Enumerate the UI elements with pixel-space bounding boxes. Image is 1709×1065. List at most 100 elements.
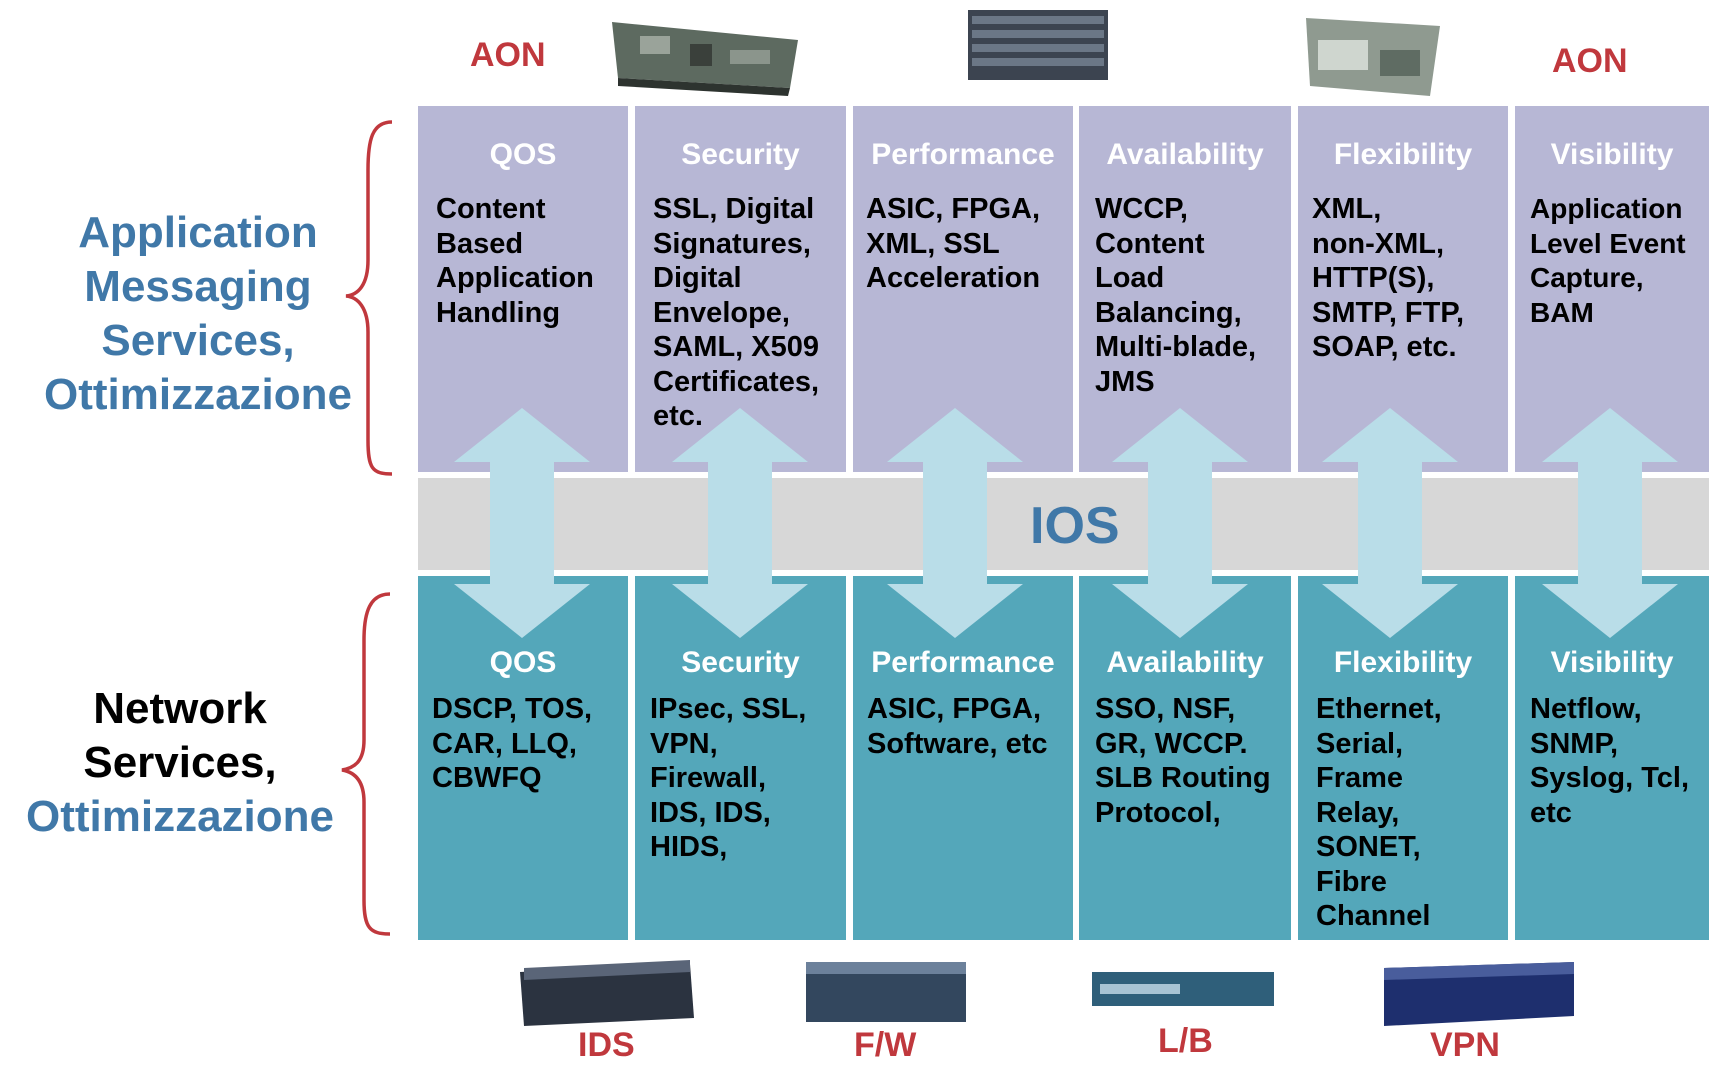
column-title: Flexibility xyxy=(1333,138,1473,171)
column-line: SAML, X509 xyxy=(653,331,819,363)
column-line: Multi-blade, xyxy=(1095,331,1257,363)
column-title: Visibility xyxy=(1550,646,1674,679)
column-body: XML, non-XML, HTTP(S), SMTP, FTP, SOAP, … xyxy=(1312,192,1464,365)
column-line: Relay, xyxy=(1316,796,1400,829)
column-title: Visibility xyxy=(1550,138,1674,171)
column-line: Content xyxy=(1095,227,1205,260)
column-line: DSCP, TOS, xyxy=(432,693,593,725)
side-top-line: Ottimizzazione xyxy=(43,370,353,419)
column-line: non-XML, xyxy=(1312,227,1445,260)
load-balancer-device-image xyxy=(1092,972,1274,1006)
device-label-lb: L/B xyxy=(1158,1022,1213,1060)
column-line: SOAP, etc. xyxy=(1312,331,1457,363)
column-line: Frame xyxy=(1316,762,1404,794)
column-body: Application Level Event Capture, BAM xyxy=(1530,192,1686,330)
column-line: GR, WCCP. xyxy=(1095,727,1248,760)
aon-label-left: AON xyxy=(470,36,546,74)
column-line: Software, etc xyxy=(867,727,1048,760)
aon-label-right: AON xyxy=(1552,42,1628,80)
firewall-device-image xyxy=(806,962,966,1022)
side-bottom-line: Network xyxy=(93,684,267,733)
side-bottom-line: Ottimizzazione xyxy=(25,792,335,841)
column-line: Syslog, Tcl, xyxy=(1530,762,1690,794)
column-line: Channel xyxy=(1316,900,1431,932)
column-line: VPN, xyxy=(650,727,718,760)
ids-device-image xyxy=(520,960,694,1026)
column-line: HIDS, xyxy=(650,831,728,863)
device-label-vpn: VPN xyxy=(1430,1026,1500,1064)
column-line: SSL, Digital xyxy=(653,193,815,225)
column-body: DSCP, TOS, CAR, LLQ, CBWFQ xyxy=(432,692,592,796)
column-line: Application xyxy=(436,262,594,294)
column-line: Ethernet, xyxy=(1316,693,1442,725)
column-line: XML, SSL xyxy=(866,227,1000,260)
column-line: HTTP(S), xyxy=(1312,262,1435,294)
column-title: Performance xyxy=(871,646,1055,679)
column-line: Signatures, xyxy=(653,227,811,260)
column-line: Firewall, xyxy=(650,762,767,794)
column-line: etc. xyxy=(653,400,703,432)
column-line: SMTP, FTP, xyxy=(1312,296,1465,329)
application-services-label: Application Messaging Services, Ottimizz… xyxy=(18,206,378,422)
column-title: Performance xyxy=(871,138,1055,171)
column-line: Envelope, xyxy=(653,296,790,329)
server-chassis-image xyxy=(968,10,1108,80)
device-label-ids: IDS xyxy=(578,1026,635,1064)
column-title: Availability xyxy=(1106,138,1264,171)
column-body: ASIC, FPGA, XML, SSL Acceleration xyxy=(866,192,1040,296)
column-line: Load xyxy=(1095,262,1165,294)
column-title: QOS xyxy=(489,646,557,679)
column-line: JMS xyxy=(1095,365,1155,398)
column-line: CBWFQ xyxy=(432,762,542,794)
column-line: Application xyxy=(1530,193,1683,224)
network-services-label: Network Services, Ottimizzazione xyxy=(0,682,360,844)
column-line: WCCP, xyxy=(1095,193,1188,225)
column-body: Content Based Application Handling xyxy=(436,192,594,330)
column-body: ASIC, FPGA, Software, etc xyxy=(867,692,1048,761)
column-line: Protocol, xyxy=(1095,796,1221,829)
side-top-line: Application xyxy=(78,208,318,257)
column-title: Security xyxy=(681,646,800,679)
column-line: ASIC, FPGA, xyxy=(867,693,1042,725)
column-title: Flexibility xyxy=(1333,646,1473,679)
column-line: Level Event xyxy=(1530,227,1686,259)
column-body: IPsec, SSL, VPN, Firewall, IDS, IDS, HID… xyxy=(650,692,806,865)
column-line: CAR, LLQ, xyxy=(432,727,577,760)
column-line: SLB Routing xyxy=(1095,762,1271,794)
column-line: Serial, xyxy=(1316,727,1404,760)
column-line: SSO, NSF, xyxy=(1095,693,1236,725)
column-body: SSL, Digital Signatures, Digital Envelop… xyxy=(653,192,819,434)
network-module-image xyxy=(1306,18,1440,96)
column-line: SONET, xyxy=(1316,831,1421,863)
side-top-line: Messaging xyxy=(84,262,312,311)
column-line: IPsec, SSL, xyxy=(650,693,807,725)
column-title: Security xyxy=(681,138,800,171)
vpn-device-image xyxy=(1384,962,1574,1026)
column-line: XML, xyxy=(1312,193,1382,225)
column-line: SNMP, xyxy=(1530,727,1619,760)
column-line: Content xyxy=(436,193,546,225)
column-body: Netflow, SNMP, Syslog, Tcl, etc xyxy=(1530,692,1689,830)
column-line: IDS, IDS, xyxy=(650,796,771,829)
column-line: Acceleration xyxy=(866,262,1041,294)
column-line: Certificates, xyxy=(653,365,820,398)
column-title: Availability xyxy=(1106,646,1264,679)
column-line: etc xyxy=(1530,796,1572,829)
column-line: Digital xyxy=(653,262,742,294)
device-label-fw: F/W xyxy=(854,1026,917,1064)
column-body: SSO, NSF, GR, WCCP. SLB Routing Protocol… xyxy=(1095,692,1271,830)
column-body: WCCP, Content Load Balancing, Multi-blad… xyxy=(1095,192,1256,399)
column-line: Handling xyxy=(436,296,561,329)
column-line: Capture, xyxy=(1530,262,1644,293)
column-line: Based xyxy=(436,227,524,260)
column-line: Balancing, xyxy=(1095,296,1242,329)
column-line: BAM xyxy=(1530,296,1594,328)
side-top-line: Services, xyxy=(101,316,295,365)
column-line: Netflow, xyxy=(1530,693,1642,725)
column-title: QOS xyxy=(489,138,557,171)
ios-band xyxy=(418,478,1709,570)
ios-label: IOS xyxy=(1030,497,1120,555)
column-line: Fibre xyxy=(1316,865,1387,898)
side-bottom-line: Services, xyxy=(83,738,277,787)
